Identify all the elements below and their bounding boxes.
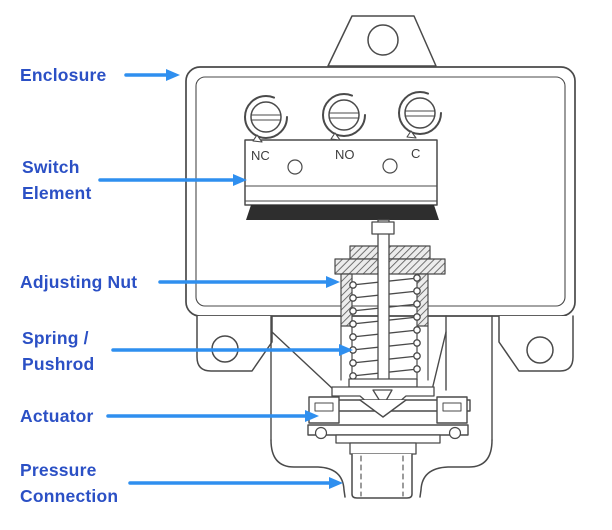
pushrod-tip [372,389,393,407]
callout-spring-pushrod: Spring / Pushrod [22,328,95,374]
mounting-tab-left [196,315,273,372]
spring-pushrod-arrow [111,344,353,356]
o-ring-right [448,426,462,440]
mounting-tab-right [498,315,574,372]
callout-adjusting-nut: Adjusting Nut [20,272,138,292]
screw-nc [244,95,288,143]
screw-no [322,93,366,141]
actuator-arrow [106,410,319,422]
lower-housing [270,315,493,441]
switch-hole-right [382,158,398,174]
callout-switch-element: Switch Element [22,157,92,203]
terminal-label-c: C [411,146,420,161]
terminal-screws [244,91,442,143]
top-mounting-tab [327,15,437,67]
right-tab-hole [526,336,554,364]
switch-base-bar [246,205,439,220]
switch-element-body [244,139,439,220]
actuator-assembly [307,396,471,455]
terminal-labels: NC NO C [251,146,420,163]
switch-element-arrow [98,174,247,186]
adjusting-nut-arrow [158,276,340,288]
adjusting-nut-drawing [334,245,446,381]
callout-actuator: Actuator [20,406,94,426]
callout-arrows [98,69,353,489]
spring-coils [349,274,421,380]
enclosure-arrow [124,69,180,81]
o-ring-left [314,426,328,440]
pressure-port [270,439,493,499]
terminal-label-no: NO [335,147,355,162]
top-tab-hole [367,24,399,56]
terminal-label-nc: NC [251,148,270,163]
callout-enclosure: Enclosure [20,65,107,85]
callout-pressure-connection: Pressure Connection [20,460,119,506]
screw-c [398,91,442,139]
switch-hole-left [287,159,303,175]
pressure-connection-arrow [128,477,343,489]
